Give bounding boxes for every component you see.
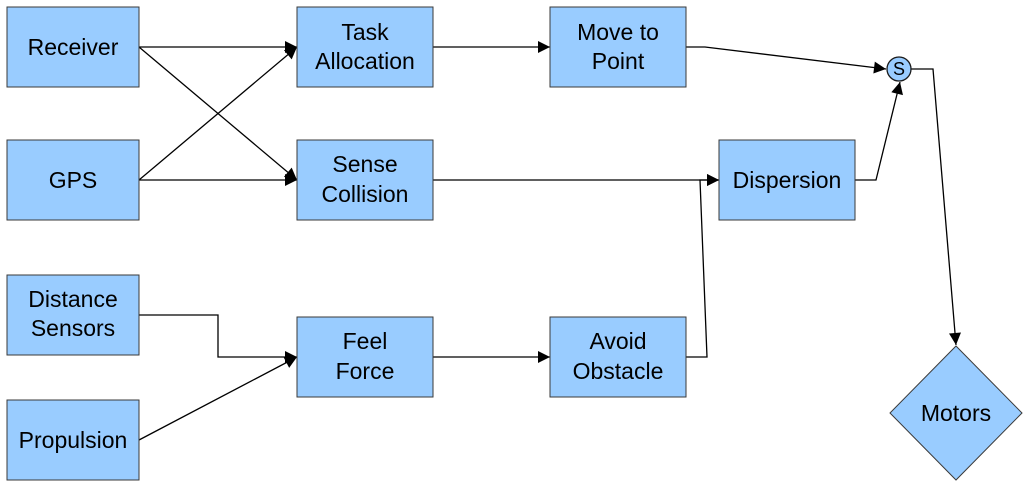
node-task-allocation-label-line1: Task <box>341 19 389 45</box>
node-avoid-obstacle: Avoid Obstacle <box>549 316 687 398</box>
node-dispersion-label: Dispersion <box>733 167 842 193</box>
node-propulsion: Propulsion <box>6 399 140 481</box>
node-move-to-point-label-line1: Move to <box>577 19 659 45</box>
node-propulsion-label: Propulsion <box>19 427 128 453</box>
node-receiver-label: Receiver <box>28 34 119 60</box>
node-avoid-obstacle-label-line1: Avoid <box>589 328 646 354</box>
node-move-to-point-label-line2: Point <box>592 48 645 74</box>
node-task-allocation-label-line2: Allocation <box>315 48 415 74</box>
edge-dispersion-to-summation <box>855 81 903 181</box>
edge-propulsion-to-feel-force <box>138 356 298 441</box>
node-sense-collision: Sense Collision <box>296 139 434 221</box>
node-feel-force-label-line1: Feel <box>343 328 388 354</box>
node-distance-sensors: Distance Sensors <box>6 274 140 356</box>
node-distance-sensors-label-line2: Sensors <box>31 315 115 341</box>
edges <box>138 41 961 441</box>
node-summation: S <box>886 56 912 82</box>
edge-distance-sensors-to-feel-force <box>139 314 297 363</box>
node-dispersion: Dispersion <box>718 139 856 221</box>
node-feel-force-label-line2: Force <box>336 358 395 384</box>
node-gps: GPS <box>6 139 140 221</box>
node-receiver: Receiver <box>6 6 140 88</box>
node-move-to-point: Move to Point <box>549 6 687 88</box>
node-task-allocation: Task Allocation <box>296 6 434 88</box>
node-summation-label: S <box>893 59 905 79</box>
node-motors: Motors <box>889 345 1023 481</box>
edge-gps-to-task-allocation <box>138 46 298 181</box>
edge-summation-to-motors <box>911 68 961 346</box>
node-avoid-obstacle-label-line2: Obstacle <box>573 358 664 384</box>
edge-avoid-obstacle-to-dispersion <box>686 174 719 358</box>
edge-move-to-point-to-summation <box>686 46 887 74</box>
node-sense-collision-label-line2: Collision <box>322 181 409 207</box>
node-distance-sensors-label-line1: Distance <box>28 286 117 312</box>
node-motors-label: Motors <box>921 400 991 426</box>
node-feel-force: Feel Force <box>296 316 434 398</box>
node-gps-label: GPS <box>49 167 98 193</box>
node-sense-collision-label-line1: Sense <box>332 151 397 177</box>
